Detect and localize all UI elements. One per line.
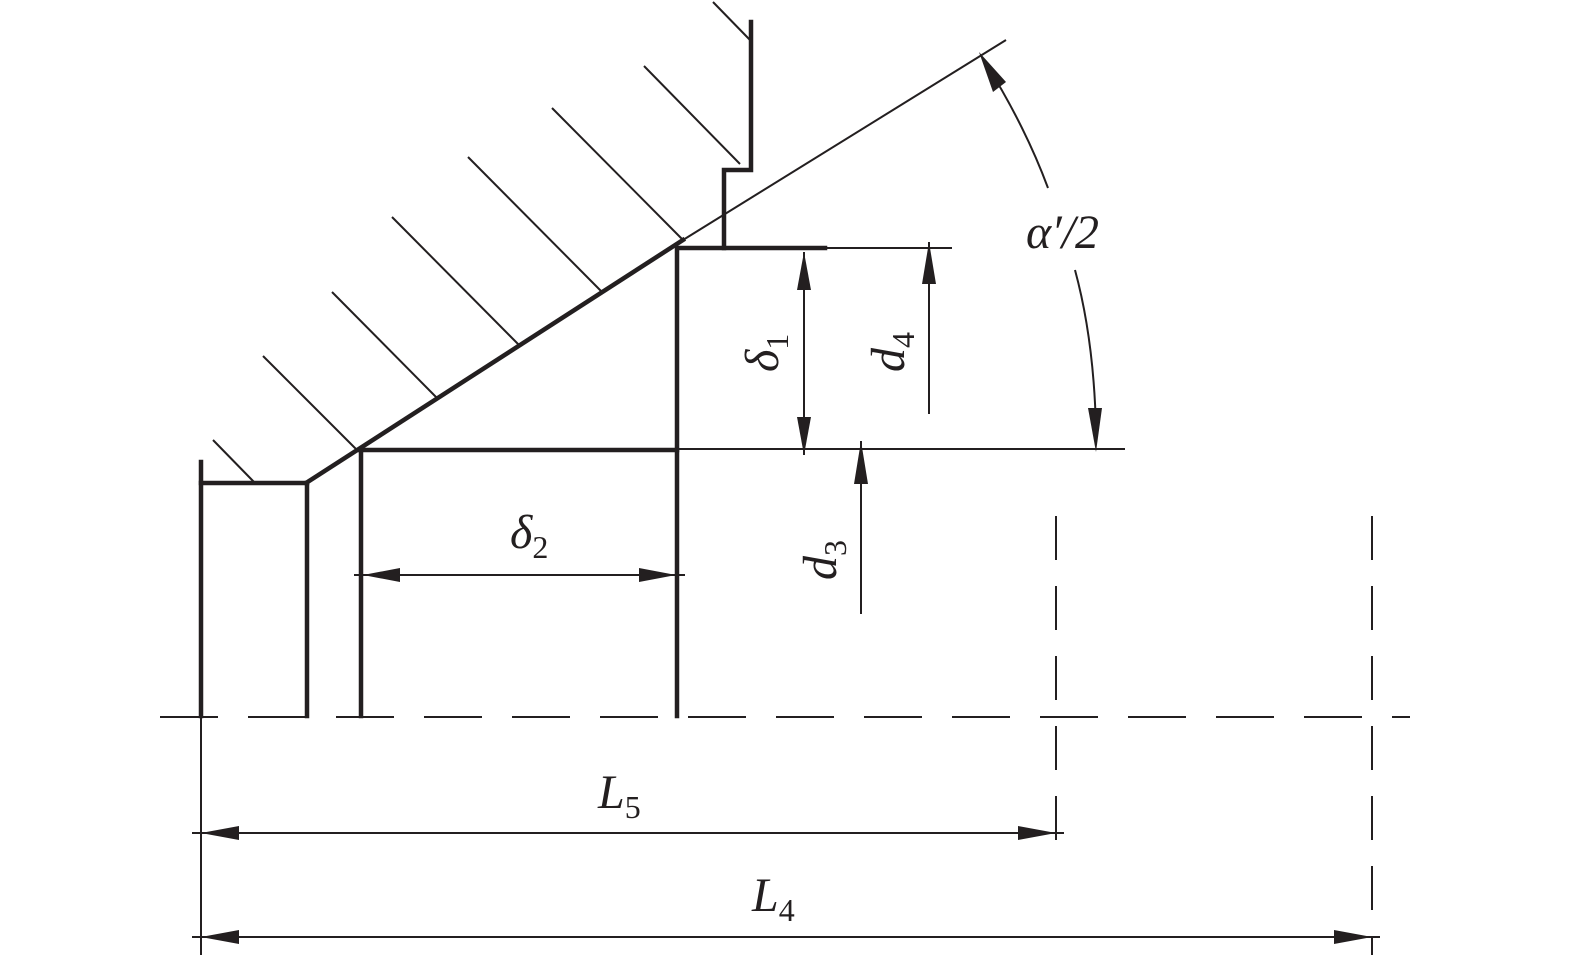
dimension-L5 bbox=[192, 826, 1064, 840]
label-alpha-half: α′/2 bbox=[1026, 206, 1099, 259]
label-d4: d4 bbox=[862, 332, 921, 372]
part-outline bbox=[198, 19, 828, 719]
cone-surface-line bbox=[682, 39, 1007, 241]
svg-text:δ1: δ1 bbox=[736, 334, 795, 372]
label-delta1: δ1 bbox=[736, 334, 795, 372]
extension-lines bbox=[200, 247, 1373, 955]
dimension-angle bbox=[979, 52, 1102, 452]
dimension-d3 bbox=[854, 441, 868, 614]
dimension-delta2 bbox=[354, 568, 685, 582]
svg-text:d4: d4 bbox=[862, 332, 921, 372]
dimension-L4 bbox=[192, 930, 1380, 944]
label-L5: L5 bbox=[597, 766, 641, 825]
dimension-delta1 bbox=[797, 252, 811, 455]
label-delta2: δ2 bbox=[510, 506, 548, 565]
svg-text:d3: d3 bbox=[794, 540, 853, 580]
dimension-d4 bbox=[922, 242, 936, 414]
label-L4: L4 bbox=[751, 869, 795, 928]
label-d3: d3 bbox=[794, 540, 853, 580]
wall-hatching bbox=[212, 1, 751, 483]
